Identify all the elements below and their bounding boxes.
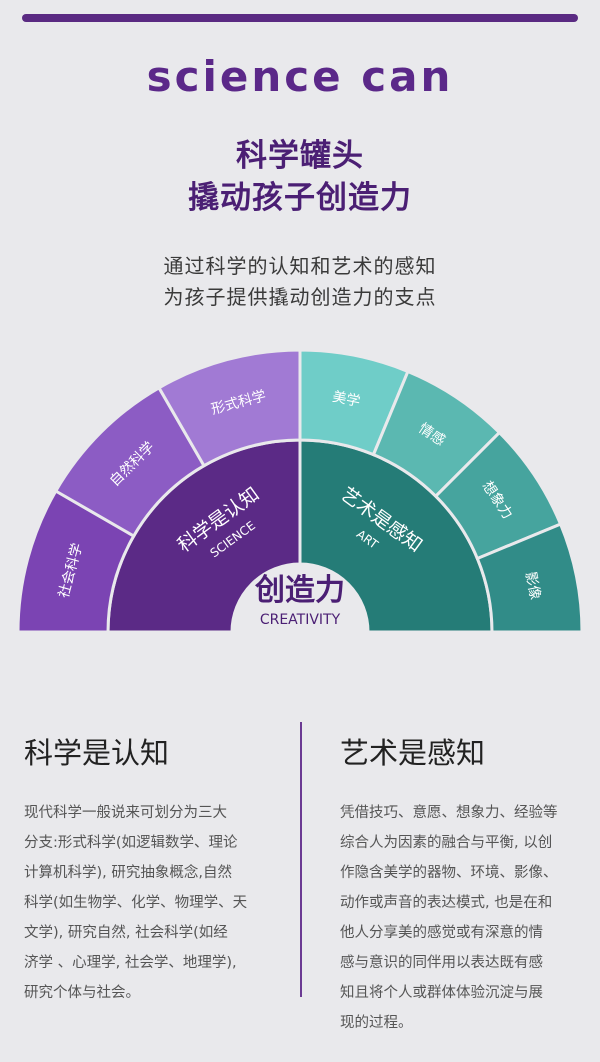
subtitle-line-2: 为孩子提供撬动创造力的支点 xyxy=(163,285,437,309)
science-section-body: 现代科学一般说来可划分为三大分支:形式科学(如逻辑数学、理论计算机科学), 研究… xyxy=(24,798,276,1008)
science-body-line: 科学(如生物学、化学、物理学、天 xyxy=(24,895,248,911)
top-accent-bar xyxy=(22,14,578,22)
center-subtitle: CREATIVITY xyxy=(260,612,341,628)
art-section-title: 艺术是感知 xyxy=(340,736,486,770)
subtitle-line-1: 通过科学的认知和艺术的感知 xyxy=(163,254,437,278)
science-section-title: 科学是认知 xyxy=(24,736,170,770)
headline-line-2: 撬动孩子创造力 xyxy=(188,180,412,216)
art-segment xyxy=(475,522,584,634)
science-body-line: 计算机科学), 研究抽象概念,自然 xyxy=(24,865,232,881)
art-segment-label: 美学 xyxy=(331,389,362,410)
art-body-line: 现的过程。 xyxy=(340,1015,413,1031)
science-body-line: 文学), 研究自然, 社会科学(如经 xyxy=(24,925,228,941)
art-section-body: 凭借技巧、意愿、想象力、经验等综合人为因素的融合与平衡, 以创作隐含美学的器物、… xyxy=(340,798,590,1038)
science-body-line: 分支:形式科学(如逻辑数学、理论 xyxy=(24,835,238,851)
art-body-line: 综合人为因素的融合与平衡, 以创 xyxy=(340,835,553,851)
column-divider xyxy=(300,722,302,997)
science-body-line: 研究个体与社会。 xyxy=(24,985,140,1001)
headline-line-1: 科学罐头 xyxy=(236,138,364,174)
art-body-line: 感与意识的同伴用以表达既有感 xyxy=(340,955,543,971)
science-body-line: 济学 、心理学, 社会学、地理学), xyxy=(24,955,237,971)
science-body-line: 现代科学一般说来可划分为三大 xyxy=(24,805,227,821)
art-body-line: 他人分享美的感觉或有深意的情 xyxy=(340,925,543,941)
art-segment-label: 影像 xyxy=(522,570,543,601)
art-body-line: 知且将个人或群体体验沉淀与展 xyxy=(340,985,543,1001)
center-title: 创造力 xyxy=(254,573,345,608)
art-body-line: 作隐含美学的器物、环境、影像、 xyxy=(340,865,558,881)
art-body-line: 凭借技巧、意愿、想象力、经验等 xyxy=(340,805,558,821)
art-section: 艺术是感知 凭借技巧、意愿、想象力、经验等综合人为因素的融合与平衡, 以创作隐含… xyxy=(340,730,590,1038)
science-section: 科学是认知 现代科学一般说来可划分为三大分支:形式科学(如逻辑数学、理论计算机科… xyxy=(24,730,276,1008)
brand-logo: SCIENCE CAN xyxy=(146,52,454,101)
art-body-line: 动作或声音的表达模式, 也是在和 xyxy=(340,895,553,911)
